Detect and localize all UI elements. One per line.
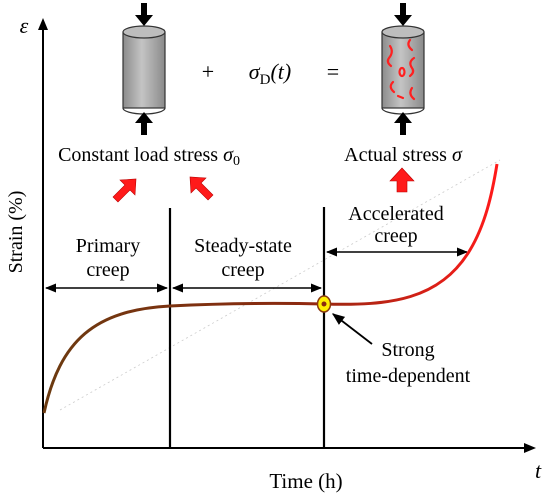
- crack-4: [398, 66, 406, 78]
- y-axis-label: Strain (%): [5, 191, 27, 274]
- bottom-load-arrow-shaft: [141, 121, 147, 135]
- x-axis-symbol: t: [535, 458, 542, 483]
- damaged-cylinder-body: [381, 31, 425, 109]
- crack-2: [407, 38, 414, 52]
- steady-label-line1: Steady-state: [194, 235, 292, 257]
- actual-stress-caption: Actual stress σ: [344, 144, 463, 166]
- x-axis-label: Time (h): [269, 469, 342, 493]
- inflection-point-center: [321, 301, 327, 307]
- constant-load-caption: Constant load stress σ0: [58, 144, 240, 169]
- crack-5: [389, 80, 396, 94]
- constant-load-subscript: 0: [233, 154, 240, 169]
- steady-label-line2: creep: [221, 259, 264, 281]
- sigma-d-subscript: D: [260, 72, 271, 88]
- crack-7: [396, 94, 405, 100]
- top-load-arrow-shaft: [400, 3, 406, 17]
- callout-line2: time-dependent: [346, 365, 471, 387]
- top-load-arrow-shaft: [141, 3, 147, 17]
- accelerated-label-line2: creep: [374, 225, 417, 247]
- bottom-load-arrow-head: [135, 112, 153, 123]
- actual-stress-specimen: [381, 3, 425, 135]
- actual-stress-text: Actual stress: [344, 144, 452, 166]
- y-axis-symbol: ε: [20, 13, 29, 38]
- equals-sign: =: [327, 59, 339, 84]
- red-arrow-up: [389, 167, 415, 193]
- crack-3: [408, 56, 416, 78]
- actual-stress-sigma: σ: [452, 144, 463, 166]
- cylinder-top: [122, 25, 166, 39]
- y-axis-arrowhead: [38, 18, 48, 30]
- callout-arrow: [332, 313, 373, 345]
- constant-load-sigma: σ: [223, 144, 234, 166]
- constant-load-text: Constant load stress: [58, 144, 223, 166]
- cylinder-body: [122, 31, 166, 109]
- bottom-load-arrow-shaft: [400, 121, 406, 135]
- micro-cracks: [386, 38, 416, 101]
- sigma-d-symbol: σ: [249, 59, 261, 84]
- accelerated-label-line1: Accelerated: [348, 203, 443, 225]
- guide-dashed-line: [59, 159, 501, 411]
- crack-1: [386, 44, 393, 68]
- axes: [38, 18, 536, 453]
- sigma-d-argument: (t): [270, 59, 291, 84]
- crack-6: [409, 86, 416, 101]
- damaged-cylinder-top: [381, 25, 425, 39]
- callout-line1: Strong: [381, 339, 434, 361]
- plus-sign: +: [202, 59, 214, 84]
- red-arrow-up-left: [189, 176, 214, 201]
- top-load-arrow-head: [394, 15, 412, 26]
- x-axis-arrowhead: [524, 443, 536, 453]
- bottom-load-arrow-head: [394, 112, 412, 123]
- sigma-d-expression: σD(t): [249, 59, 291, 88]
- red-arrows: [112, 167, 415, 203]
- primary-label-line2: creep: [86, 259, 129, 281]
- primary-label-line1: Primary: [76, 235, 140, 257]
- red-arrow-up-right: [112, 178, 137, 203]
- constant-load-specimen: [122, 3, 166, 135]
- top-load-arrow-head: [135, 15, 153, 26]
